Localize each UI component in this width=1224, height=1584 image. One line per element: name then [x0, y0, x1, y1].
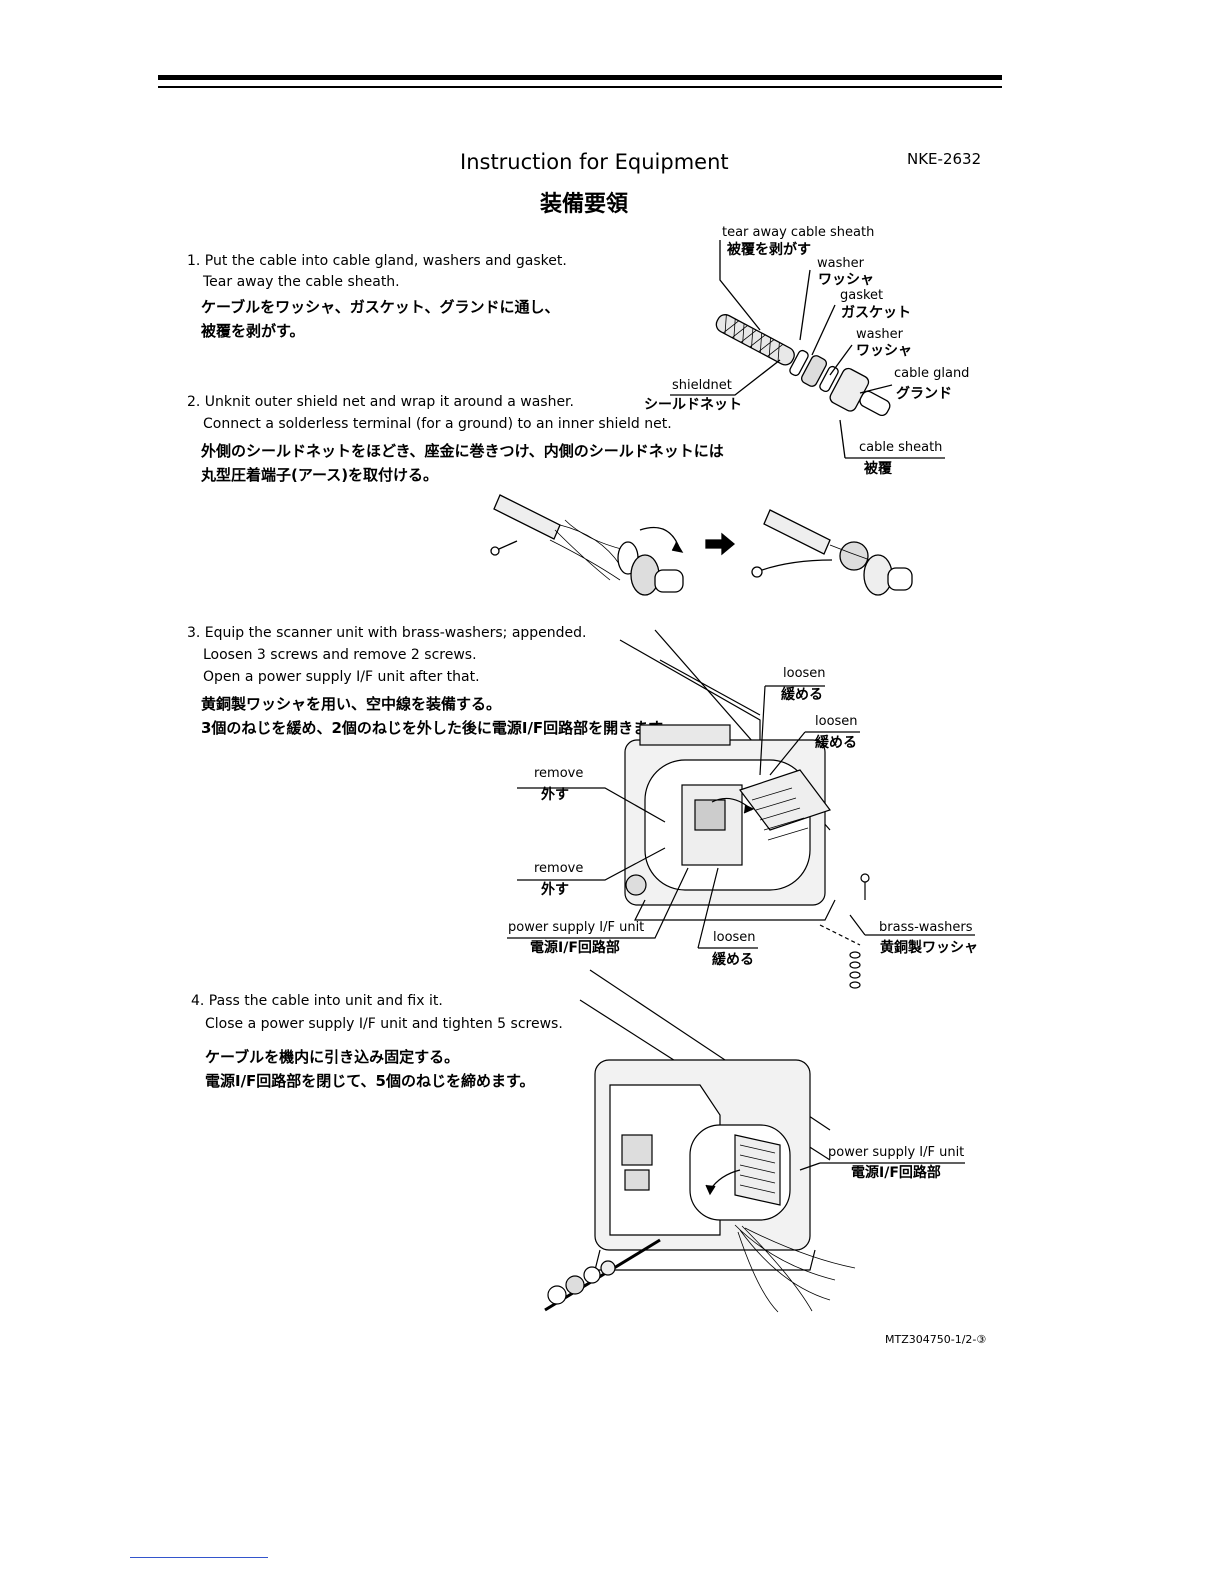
label-cable-sheath-jp: 被覆 — [864, 461, 892, 477]
label-remove-b-jp: 外す — [541, 882, 569, 898]
label-washer-2: washer — [856, 327, 903, 342]
label-cable-sheath: cable sheath — [859, 440, 943, 455]
step-2-jp-2: 丸型圧着端子(アース)を取付ける。 — [201, 466, 439, 484]
shield-wrap-figure — [490, 494, 913, 596]
label-brass-washers-jp: 黄銅製ワッシャ — [880, 940, 978, 956]
label-remove-a-jp: 外す — [541, 787, 569, 803]
label-loosen-c-jp: 緩める — [712, 952, 754, 968]
page-title: Instruction for Equipment — [460, 150, 729, 174]
step-3-jp-2: 3個のねじを緩め、2個のねじを外した後に電源I/F回路部を開きます。 — [201, 719, 677, 737]
label-remove-b: remove — [534, 861, 584, 876]
step-3-line-3: Open a power supply I/F unit after that. — [203, 669, 480, 685]
step-4-line-2: Close a power supply I/F unit and tighte… — [205, 1016, 563, 1032]
step-4-jp-1: ケーブルを機内に引き込み固定する。 — [205, 1048, 460, 1066]
step-3-line-1: 3. Equip the scanner unit with brass-was… — [187, 625, 587, 641]
scanner-unit-close-figure — [544, 969, 965, 1313]
label-shieldnet-jp: シールドネット — [644, 397, 742, 413]
label-psu-3-jp: 電源I/F回路部 — [530, 940, 620, 956]
step-2-line-2: Connect a solderless terminal (for a gro… — [203, 416, 672, 432]
label-loosen-a-jp: 緩める — [781, 687, 823, 703]
label-gasket: gasket — [840, 288, 884, 303]
step-2-line-1: 2. Unknit outer shield net and wrap it a… — [187, 394, 574, 410]
label-psu-4-jp: 電源I/F回路部 — [851, 1165, 941, 1181]
step-2-jp-1: 外側のシールドネットをほどき、座金に巻きつけ、内側のシールドネットには — [201, 442, 724, 460]
label-washer-1-jp: ワッシャ — [818, 272, 874, 288]
step-4-jp-2: 電源I/F回路部を閉じて、5個のねじを締めます。 — [205, 1072, 535, 1090]
cable-gland-figure — [670, 240, 945, 459]
label-loosen-b: loosen — [815, 714, 858, 729]
step-1-line-1: 1. Put the cable into cable gland, washe… — [187, 253, 567, 269]
label-brass-washers: brass-washers — [879, 920, 973, 935]
label-loosen-b-jp: 緩める — [815, 735, 857, 751]
header-rule-thick — [158, 75, 1002, 80]
footer-code: MTZ304750-1/2-③ — [885, 1333, 987, 1346]
label-tear-away-jp: 被覆を剥がす — [727, 242, 811, 258]
label-psu-4: power supply I/F unit — [828, 1145, 965, 1160]
bottom-link-rule — [130, 1557, 268, 1558]
label-cable-gland-jp: グランド — [896, 386, 952, 402]
step-1-line-2: Tear away the cable sheath. — [203, 274, 400, 290]
label-washer-1: washer — [817, 256, 864, 271]
document-number: NKE-2632 — [907, 150, 982, 168]
label-loosen-c: loosen — [713, 930, 756, 945]
label-washer-2-jp: ワッシャ — [856, 343, 912, 359]
label-psu-3: power supply I/F unit — [508, 920, 645, 935]
step-1-jp-2: 被覆を剥がす。 — [201, 322, 305, 340]
label-remove-a: remove — [534, 766, 584, 781]
label-cable-gland: cable gland — [894, 366, 970, 381]
label-loosen-a: loosen — [783, 666, 826, 681]
label-shieldnet: shieldnet — [672, 378, 732, 393]
step-1-jp-1: ケーブルをワッシャ、ガスケット、グランドに通し、 — [201, 298, 560, 316]
header-rule-thin — [158, 86, 1002, 88]
scanner-unit-open-figure — [507, 629, 975, 989]
label-tear-away: tear away cable sheath — [722, 225, 875, 240]
page-title-jp: 装備要領 — [540, 192, 629, 217]
step-3-line-2: Loosen 3 screws and remove 2 screws. — [203, 647, 477, 663]
step-4-line-1: 4. Pass the cable into unit and fix it. — [191, 993, 443, 1009]
step-3-jp-1: 黄銅製ワッシャを用い、空中線を装備する。 — [201, 695, 502, 713]
label-gasket-jp: ガスケット — [841, 305, 911, 321]
